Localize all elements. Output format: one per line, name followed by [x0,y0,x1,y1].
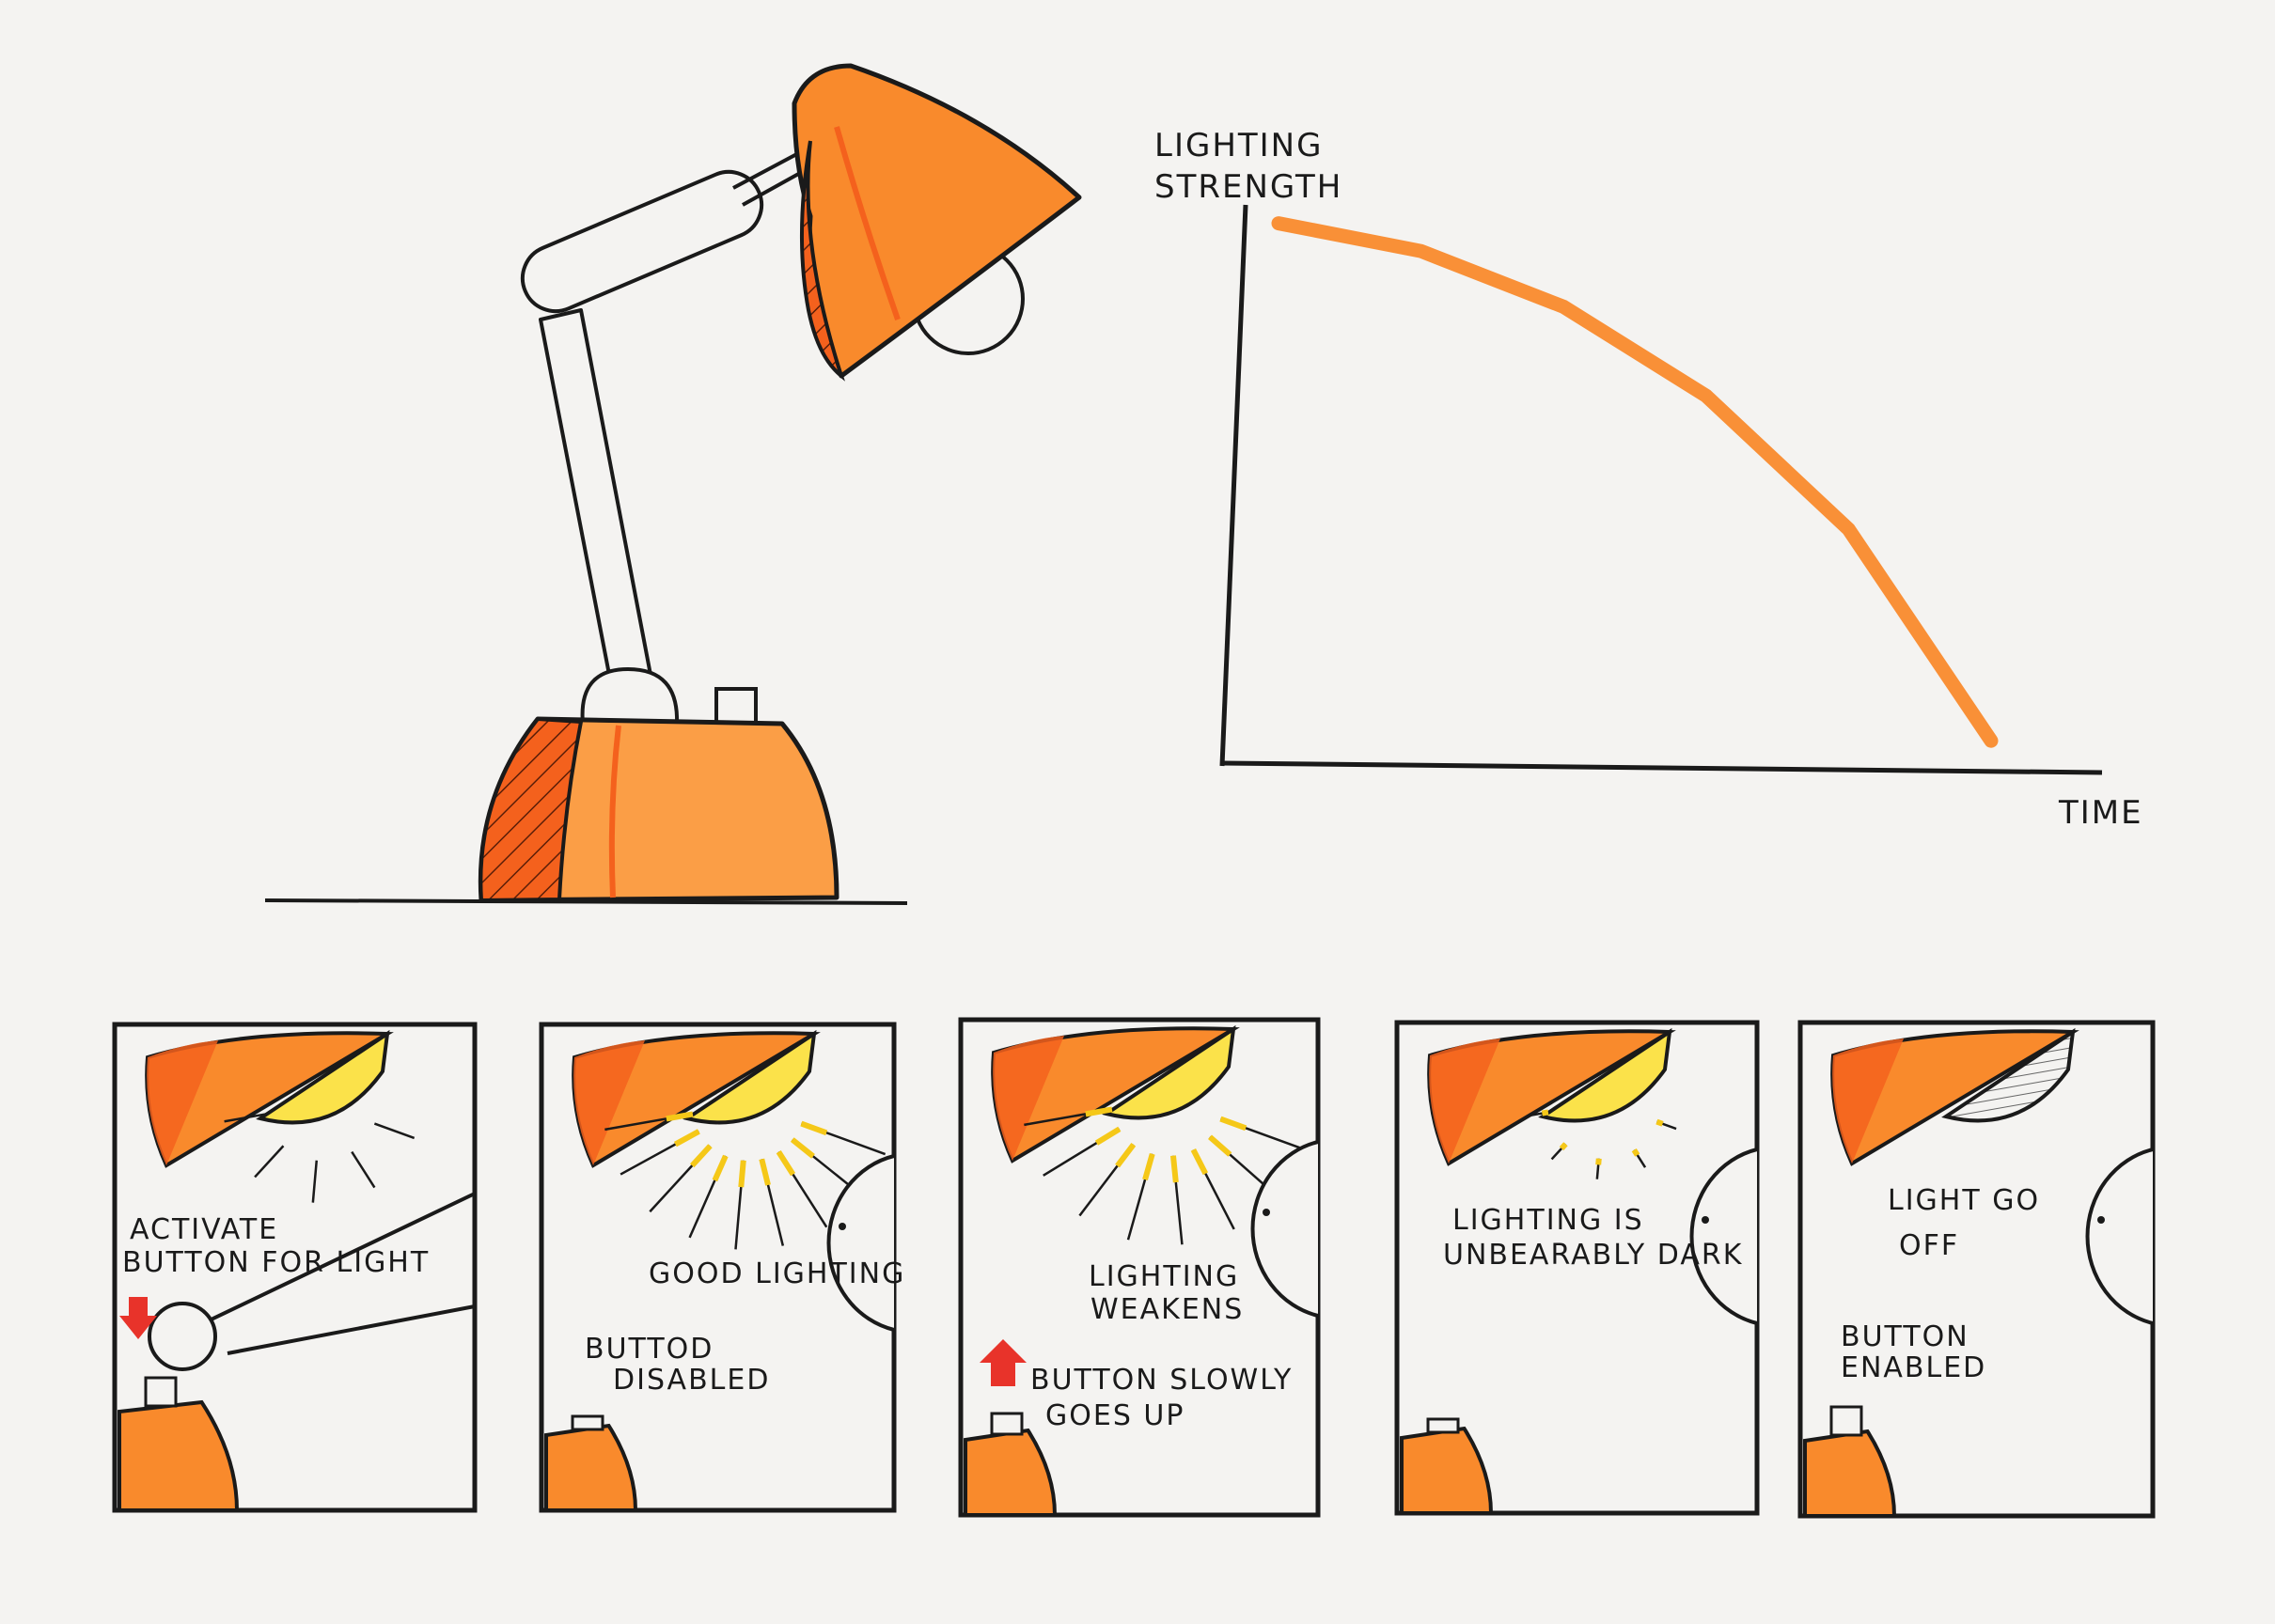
panel-base-button [990,1412,1024,1436]
panel-3-main-line1: LIGHTING [1089,1260,1239,1293]
panel-light-ray-glow [1541,1109,1549,1116]
panel-up-arrow [980,1339,1027,1386]
panel-arm [198,1192,476,1355]
storyboard-panel-1 [112,1022,478,1513]
graph-x-label: TIME [2058,794,2143,832]
panel-5-sub-line2: ENABLED [1841,1351,1986,1384]
panel-light-ray-glow [1655,1118,1664,1127]
graph-x-axis [1221,760,2103,775]
storyboard-panel-2 [539,1022,897,1513]
panel-light-ray-glow [759,1158,771,1186]
panel-shade-shadow [1832,1038,1904,1163]
panel-base-button [1426,1417,1460,1434]
panel-light-ray-glow [712,1154,729,1182]
panel-light-ray-glow [673,1129,700,1148]
panel-3-main-line2: WEAKENS [1090,1293,1244,1326]
storyboard-panel-4 [1394,1020,1760,1516]
panel-light-ray-glow [1559,1142,1568,1151]
panel-person-face [1689,1148,1758,1325]
panel-base-button [1829,1405,1863,1437]
panel-4-main-line2: UNBEARABLY DARK [1443,1239,1743,1272]
panel-light-ray-glow [1208,1134,1232,1157]
panel-light-ray-glow [1142,1152,1155,1181]
panel-light-ray-glow [1094,1126,1122,1146]
panel-light-ray [373,1122,416,1140]
panel-1-label-line1: ACTIVATE [130,1213,278,1246]
panel-bulb [682,1029,817,1125]
panel-2-sub-line1: BUTTOD [585,1333,714,1366]
desk-lamp-illustration [264,63,1082,905]
panel-hand [148,1302,217,1371]
panel-light-ray-glow [776,1149,796,1177]
panel-person-face [1250,1140,1319,1318]
panel-bulb [256,1029,390,1125]
panel-person-face [826,1154,895,1332]
panel-light-ray-glow [666,1111,694,1122]
storyboard-panels [112,1017,2156,1519]
panel-shade-shadow [1429,1038,1500,1163]
graph-y-label-line2: STRENGTH [1154,168,1342,206]
panel-face-eye [2097,1216,2105,1224]
panel-face-eye [1263,1209,1270,1216]
panel-light-ray-glow [1085,1106,1113,1117]
panel-5-captions: LIGHT GO OFF BUTTON ENABLED [1841,1184,2040,1384]
panel-lamp-base [118,1399,240,1512]
lamp-lower-arm [539,308,652,686]
panel-light-ray-glow [689,1144,713,1168]
lighting-strength-graph: LIGHTING STRENGTH TIME [1154,127,2143,832]
panel-light-ray-glow [1631,1148,1640,1157]
panel-light-ray-glow [1190,1148,1209,1176]
panel-shade-shadow [573,1040,645,1165]
graph-y-axis [1219,204,1248,767]
panel-person-face [2085,1148,2154,1325]
panel-base-button [144,1376,178,1408]
panel-3-sub-line1: BUTTON SLOWLY [1030,1364,1293,1397]
panel-5-main-line2: OFF [1899,1229,1959,1262]
panel-5-sub-line1: BUTTON [1841,1320,1969,1353]
panel-3-captions: LIGHTING WEAKENS BUTTON SLOWLY GOES UP [1030,1260,1293,1432]
panel-lamp-base [964,1428,1058,1517]
panel-bulb [1941,1027,2076,1123]
panel-bulb [1102,1024,1236,1120]
panel-light-ray [224,1113,267,1123]
panel-light-ray-glow [1595,1158,1602,1165]
panel-light-ray [351,1150,376,1189]
panel-1-captions: ACTIVATE BUTTON FOR LIGHT [122,1213,430,1279]
panel-base-button [571,1414,604,1431]
panel-4-main-line1: LIGHTING IS [1452,1204,1644,1237]
panel-2-main-line1: GOOD LIGHTING [649,1257,905,1290]
panel-light-ray-glow [1219,1116,1247,1132]
panel-bulb [1538,1027,1672,1123]
lamp-upper-arm [520,169,764,314]
panel-face-eye [839,1223,846,1230]
panel-light-ray-glow [800,1120,828,1136]
storyboard-panel-3 [958,1017,1321,1518]
graph-y-label-line1: LIGHTING [1154,127,1323,164]
panel-face-eye [1702,1216,1709,1224]
panel-light-ray [311,1160,319,1203]
panel-3-sub-line2: GOES UP [1045,1399,1185,1432]
panel-light-ray-glow [738,1160,746,1188]
graph-curve [1271,216,1999,748]
panel-5-main-line1: LIGHT GO [1888,1184,2040,1217]
lamp-base-button [714,687,758,726]
panel-4-captions: LIGHTING IS UNBEARABLY DARK [1443,1204,1743,1272]
panel-light-ray [254,1145,285,1179]
panel-press-arrow [119,1297,157,1339]
panel-light-ray-glow [1169,1155,1179,1183]
panel-shade-shadow [147,1040,218,1165]
panel-1-label-line2: BUTTON FOR LIGHT [122,1246,430,1279]
panel-light-ray-glow [790,1137,815,1159]
panel-shade-shadow [993,1036,1064,1161]
panel-light-ray-glow [1115,1143,1137,1168]
panel-2-sub-line2: DISABLED [613,1364,770,1397]
panel-lamp-base [544,1423,638,1512]
panel-lamp-base [1400,1426,1494,1515]
storyboard-panel-5 [1797,1020,2156,1519]
panel-lamp-base [1803,1429,1897,1518]
lamp-base-joint [580,666,680,726]
panel-2-captions: GOOD LIGHTING BUTTOD DISABLED [585,1257,905,1397]
